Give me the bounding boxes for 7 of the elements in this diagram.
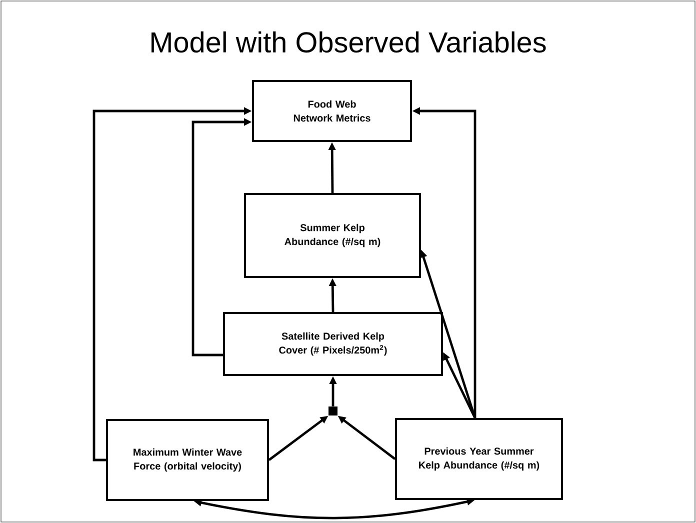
title: Model with Observed Variables	[152, 31, 546, 53]
process-box: Previous Year Summer Kelp Abundance (#/sq m)	[395, 418, 563, 500]
process-box: Food Web Network Metrics	[252, 80, 412, 142]
process-box: Summer Kelp Abundance (#/sq m)	[244, 193, 421, 278]
junction-square	[328, 406, 338, 416]
process-box: Satellite Derived Kelp Cover (# Pixels/250m$^{2}$)	[223, 312, 443, 376]
process-box: Maximum Winter Wave Force (orbital velocity)	[106, 419, 269, 501]
